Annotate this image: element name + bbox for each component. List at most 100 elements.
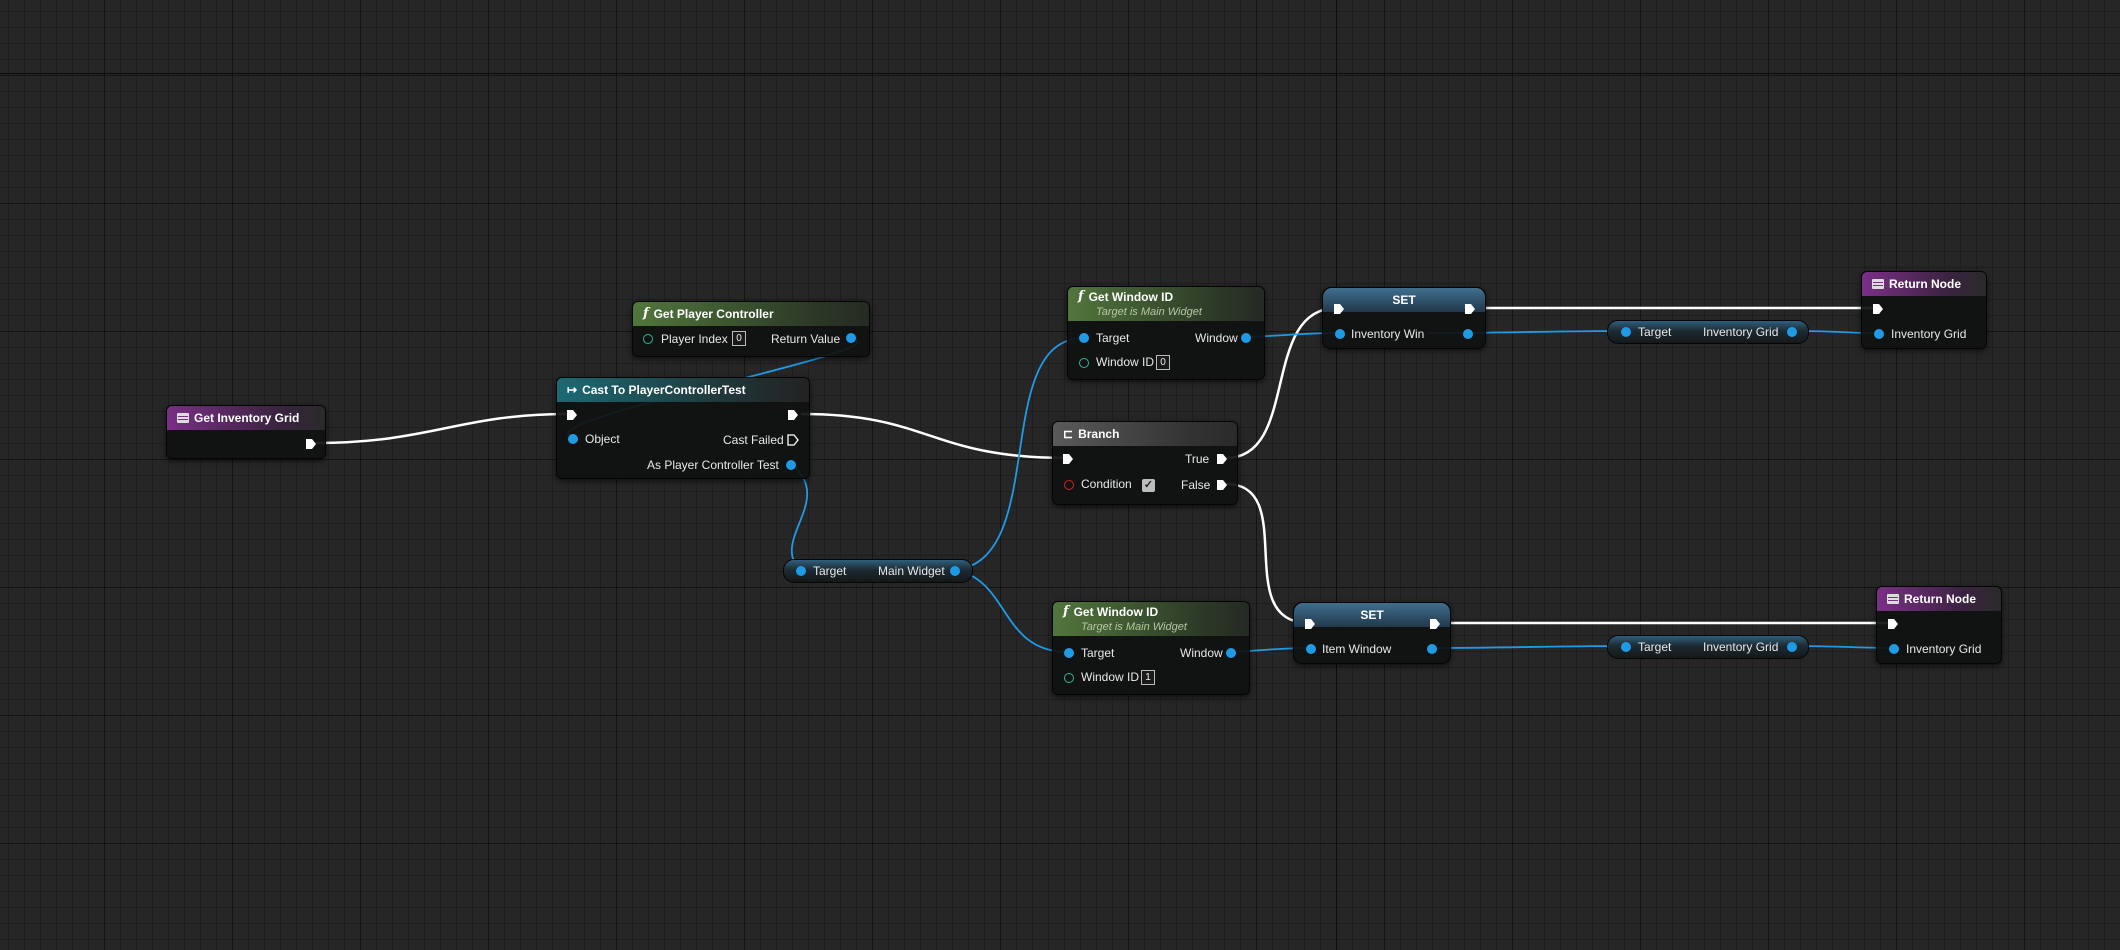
window-id-pin[interactable]: [1079, 358, 1089, 368]
return-node-2[interactable]: Return Node Inventory Grid: [1876, 586, 2002, 664]
return-icon: [1887, 594, 1899, 604]
node-title: Branch: [1078, 427, 1120, 441]
branch-icon: ⊏: [1063, 427, 1074, 441]
cast-failed-pin[interactable]: [787, 434, 799, 446]
inventory-win-out-pin[interactable]: [1463, 329, 1473, 339]
target-pin[interactable]: [1621, 642, 1631, 652]
graph-origin-horizontal-line: [0, 73, 2120, 74]
exec-in-pin[interactable]: [1333, 303, 1345, 315]
item-window-in-pin[interactable]: [1306, 644, 1316, 654]
object-label: Object: [585, 432, 620, 446]
exec-in-pin[interactable]: [566, 409, 578, 421]
return-value-pin[interactable]: [846, 333, 856, 343]
inventory-grid-get-node-2[interactable]: Target Inventory Grid: [1607, 635, 1809, 659]
inventory-win-in-pin[interactable]: [1335, 329, 1345, 339]
as-player-controller-test-label: As Player Controller Test: [647, 458, 779, 472]
true-label: True: [1185, 452, 1210, 466]
branch-node[interactable]: ⊏Branch True Condition ✓ False: [1052, 421, 1238, 505]
true-exec-pin[interactable]: [1216, 453, 1228, 465]
player-index-field[interactable]: 0: [732, 331, 746, 346]
return-icon: [1872, 279, 1884, 289]
function-icon: f: [1078, 288, 1084, 304]
window-id-label: Window ID: [1081, 670, 1140, 684]
window-label: Window: [1195, 331, 1238, 345]
exec-in-pin[interactable]: [1872, 303, 1884, 315]
target-pin[interactable]: [1621, 327, 1631, 337]
exec-out-pin[interactable]: [787, 409, 799, 421]
exec-wire-true-to-set1: [1224, 306, 1339, 460]
exec-wire-cast-to-branch: [800, 412, 1069, 460]
exec-out-pin[interactable]: [1429, 618, 1441, 630]
node-title: Get Player Controller: [653, 307, 774, 321]
window-pin[interactable]: [1241, 333, 1251, 343]
node-header: f Get Player Controller: [633, 302, 869, 326]
condition-pin[interactable]: [1064, 480, 1074, 490]
inventory-grid-in-pin[interactable]: [1874, 329, 1884, 339]
inventory-grid-get-node-1[interactable]: Target Inventory Grid: [1607, 320, 1809, 344]
target-label: Target: [813, 564, 847, 578]
inventory-grid-pin[interactable]: [1787, 327, 1797, 337]
graph-origin-vertical-line: [1336, 0, 1337, 950]
node-header: SET: [1323, 288, 1485, 312]
item-window-label: Item Window: [1322, 642, 1392, 656]
main-widget-pin[interactable]: [950, 566, 960, 576]
node-header: Return Node: [1862, 272, 1986, 296]
exec-out-pin[interactable]: [305, 438, 317, 450]
item-window-out-pin[interactable]: [1427, 644, 1437, 654]
exec-in-pin[interactable]: [1304, 618, 1316, 630]
node-title: Return Node: [1889, 277, 1961, 291]
main-widget-label: Main Widget: [878, 564, 945, 578]
node-header: Return Node: [1877, 587, 2001, 611]
target-pin[interactable]: [1079, 333, 1089, 343]
target-label: Target: [1081, 646, 1115, 660]
return-value-label: Return Value: [771, 332, 841, 346]
window-id-field[interactable]: 1: [1141, 670, 1155, 685]
set-inventory-win-node[interactable]: SET Inventory Win: [1322, 287, 1486, 349]
inventory-grid-label: Inventory Grid: [1906, 642, 1982, 656]
cast-to-playercontrollertest-node[interactable]: ↦Cast To PlayerControllerTest Object Cas…: [556, 377, 810, 479]
node-header: ↦Cast To PlayerControllerTest: [557, 378, 809, 402]
inventory-grid-pin[interactable]: [1787, 642, 1797, 652]
player-index-pin[interactable]: [643, 334, 653, 344]
get-window-id-node-1[interactable]: f Get Window ID Target is Main Widget Tar…: [1052, 601, 1250, 695]
cast-failed-label: Cast Failed: [723, 433, 784, 447]
return-node-1[interactable]: Return Node Inventory Grid: [1861, 271, 1987, 349]
window-id-label: Window ID: [1096, 355, 1155, 369]
target-pin[interactable]: [1064, 648, 1074, 658]
window-id-pin[interactable]: [1064, 673, 1074, 683]
node-subtitle: Target is Main Widget: [1081, 620, 1187, 633]
false-exec-pin[interactable]: [1216, 479, 1228, 491]
function-icon: f: [1063, 603, 1069, 619]
object-wire-mainwidget-to-getwindow2: [954, 569, 1069, 653]
object-wire-mainwidget-to-getwindow1: [954, 337, 1084, 571]
exec-in-pin[interactable]: [1887, 618, 1899, 630]
exec-wire-false-to-set2: [1224, 482, 1311, 625]
exec-in-pin[interactable]: [1062, 453, 1074, 465]
get-inventory-grid-node[interactable]: Get Inventory Grid: [166, 405, 326, 459]
function-icon: f: [643, 306, 649, 321]
target-label: Target: [1638, 640, 1672, 654]
target-pin[interactable]: [796, 566, 806, 576]
exec-out-pin[interactable]: [1464, 303, 1476, 315]
window-id-field[interactable]: 0: [1156, 355, 1170, 370]
node-header: Get Inventory Grid: [167, 406, 325, 430]
node-title: Get Window ID: [1088, 289, 1174, 304]
player-index-label: Player Index: [661, 332, 728, 346]
node-title: SET: [1392, 293, 1416, 307]
node-title: Get Window ID: [1073, 604, 1159, 619]
condition-checkbox[interactable]: ✓: [1142, 479, 1155, 492]
node-header: SET: [1294, 603, 1450, 627]
main-widget-get-node[interactable]: Target Main Widget: [783, 559, 973, 583]
cast-icon: ↦: [567, 383, 578, 397]
node-title: Return Node: [1904, 592, 1976, 606]
object-pin[interactable]: [568, 434, 578, 444]
node-title: Get Inventory Grid: [194, 411, 300, 425]
window-pin[interactable]: [1226, 648, 1236, 658]
as-player-controller-test-pin[interactable]: [786, 460, 796, 470]
set-item-window-node[interactable]: SET Item Window: [1293, 602, 1451, 664]
object-wire-set2-to-grid2: [1427, 645, 1626, 649]
get-player-controller-node[interactable]: f Get Player Controller Player Index 0 Re…: [632, 301, 870, 357]
inventory-grid-in-pin[interactable]: [1889, 644, 1899, 654]
